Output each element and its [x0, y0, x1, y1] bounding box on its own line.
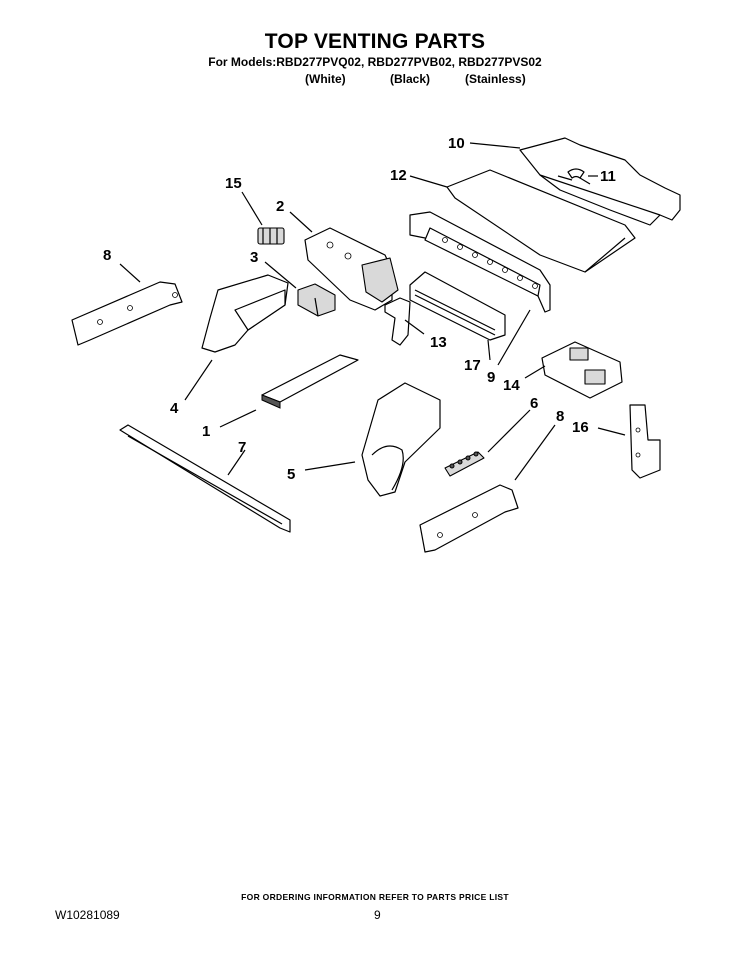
callout-4: 4	[170, 400, 179, 417]
model-list: For Models:RBD277PVQ02, RBD277PVB02, RBD…	[208, 55, 542, 69]
part-2-fan-motor-assembly[interactable]	[304, 227, 399, 311]
callout-12: 12	[390, 167, 407, 184]
part-7-front-rail[interactable]	[119, 424, 291, 533]
part-17-heating-element[interactable]	[409, 271, 506, 341]
document-number: W10281089	[55, 908, 120, 922]
part-10-cover-panel[interactable]	[519, 137, 681, 226]
part-16-side-bracket[interactable]	[629, 404, 661, 479]
part-1-baffle-plate[interactable]	[261, 354, 359, 409]
callout-2: 2	[276, 198, 284, 215]
part-6-terminal-strip[interactable]	[444, 451, 485, 477]
callout-5: 5	[287, 466, 295, 483]
callout-6: 6	[530, 395, 538, 412]
part-4-air-duct[interactable]	[201, 274, 289, 353]
callout-15: 15	[225, 175, 242, 192]
part-5-lower-duct[interactable]	[361, 382, 441, 497]
part-13-bracket[interactable]	[384, 297, 411, 346]
part-15-terminal-block[interactable]	[257, 227, 285, 245]
ordering-note: FOR ORDERING INFORMATION REFER TO PARTS …	[241, 892, 509, 902]
page-number: 9	[374, 908, 381, 922]
variant-black: (Black)	[390, 72, 431, 86]
callout-8-right: 8	[556, 408, 564, 425]
callout-14: 14	[503, 377, 520, 394]
callout-9: 9	[487, 369, 495, 386]
callout-16: 16	[572, 419, 589, 436]
callout-7: 7	[238, 439, 246, 456]
part-3-foam-block[interactable]	[297, 283, 336, 317]
callout-17: 17	[464, 357, 481, 374]
callout-13: 13	[430, 334, 447, 351]
part-8-right-mounting-bracket[interactable]	[419, 484, 519, 553]
part-14-control-board[interactable]	[541, 341, 623, 399]
part-11-clip[interactable]	[557, 168, 591, 185]
part-8-left-mounting-bracket[interactable]	[71, 281, 183, 346]
page-title: TOP VENTING PARTS	[264, 30, 486, 53]
leader-lines	[119, 142, 626, 481]
variant-white: (White)	[305, 72, 346, 86]
callout-8-left: 8	[103, 247, 111, 264]
part-9-vent-channel[interactable]	[409, 211, 551, 313]
callout-3: 3	[250, 249, 258, 266]
variant-stainless: (Stainless)	[465, 72, 526, 86]
part-12-insulation-sheet[interactable]	[446, 169, 636, 273]
callout-11: 11	[600, 168, 616, 185]
callout-1: 1	[202, 423, 210, 440]
callout-10: 10	[448, 135, 465, 152]
